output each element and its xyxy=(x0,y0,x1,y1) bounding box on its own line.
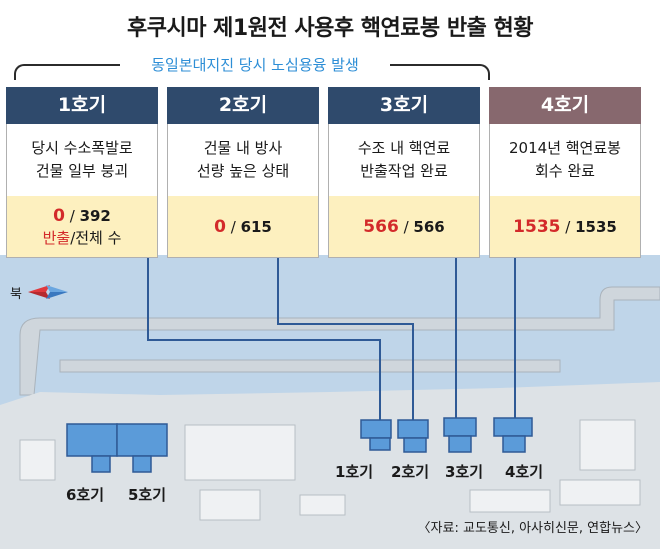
unit-description: 건물 내 방사 선량 높은 상태 xyxy=(167,124,319,196)
unit-count: 1535 / 1535 xyxy=(489,196,641,258)
unit-desc-line1: 당시 수소폭발로 xyxy=(31,139,133,157)
map-label-unit-3: 3호기 xyxy=(445,463,484,481)
unit-count: 0 / 615 xyxy=(167,196,319,258)
reactor-2-building xyxy=(397,419,429,439)
removed-count: 1535 xyxy=(513,216,561,237)
unit-desc-line1: 2014년 핵연료봉 xyxy=(509,139,621,157)
reactor-3-annex xyxy=(448,435,472,453)
unit-description: 2014년 핵연료봉 회수 완료 xyxy=(489,124,641,196)
map-label-unit-1: 1호기 xyxy=(335,463,374,481)
total-count: 392 xyxy=(79,206,111,225)
subtitle: 동일본대지진 당시 노심용융 발생 xyxy=(120,53,390,77)
reactor-1-building xyxy=(360,419,392,439)
legend-total: 전체 수 xyxy=(75,228,122,247)
unit-desc-line1: 수조 내 핵연료 xyxy=(357,139,451,157)
source-credit: 〈자료: 교도통신, 아사히신문, 연합뉴스〉 xyxy=(417,521,648,536)
unit-card-4: 4호기 2014년 핵연료봉 회수 완료 1535 / 1535 xyxy=(489,87,641,258)
unit-count-line: 0 / 392 xyxy=(53,205,111,226)
reactor-5-building xyxy=(116,423,168,457)
unit-card-1: 1호기 당시 수소폭발로 건물 일부 붕괴 0 / 392 반출/전체 수 xyxy=(6,87,158,258)
unit-desc-line2: 회수 완료 xyxy=(535,162,595,180)
compass-arrow-icon xyxy=(27,285,68,299)
map-label-unit-4: 4호기 xyxy=(505,463,544,481)
unit-desc-line2: 선량 높은 상태 xyxy=(196,162,290,180)
unit-name: 1호기 xyxy=(6,87,158,124)
map-label-unit-6: 6호기 xyxy=(66,486,105,504)
reactor-3-building xyxy=(443,417,477,437)
unit-name: 4호기 xyxy=(489,87,641,124)
unit-name: 3호기 xyxy=(328,87,480,124)
unit-name: 2호기 xyxy=(167,87,319,124)
harbor-pier xyxy=(59,359,561,373)
count-legend: 반출/전체 수 xyxy=(42,228,122,247)
map-label-unit-5: 5호기 xyxy=(128,486,167,504)
unit-card-2: 2호기 건물 내 방사 선량 높은 상태 0 / 615 xyxy=(167,87,319,258)
reactor-4-annex xyxy=(502,435,526,453)
unit-count: 0 / 392 반출/전체 수 xyxy=(6,196,158,258)
unit-desc-line2: 건물 일부 붕괴 xyxy=(35,162,129,180)
removed-count: 566 xyxy=(363,216,399,237)
removed-count: 0 xyxy=(53,205,65,226)
unit-description: 당시 수소폭발로 건물 일부 붕괴 xyxy=(6,124,158,196)
total-count: 1535 xyxy=(575,217,617,236)
reactor-4-building xyxy=(493,417,533,437)
unit-count-line: 0 / 615 xyxy=(214,216,272,237)
plant-buildings xyxy=(19,419,641,521)
unit-description: 수조 내 핵연료 반출작업 완료 xyxy=(328,124,480,196)
unit-desc-line1: 건물 내 방사 xyxy=(203,139,283,157)
breakwater xyxy=(19,286,660,396)
reactor-5-annex xyxy=(132,455,152,473)
unit-count: 566 / 566 xyxy=(328,196,480,258)
unit-count-line: 1535 / 1535 xyxy=(513,216,617,237)
reactor-6-building xyxy=(66,423,118,457)
map-label-unit-2: 2호기 xyxy=(391,463,430,481)
north-label: 북 xyxy=(10,286,22,302)
total-count: 566 xyxy=(413,217,445,236)
page-title: 후쿠시마 제1원전 사용후 핵연료봉 반출 현황 xyxy=(127,16,533,41)
reactor-1-annex xyxy=(369,437,391,451)
unit-card-3: 3호기 수조 내 핵연료 반출작업 완료 566 / 566 xyxy=(328,87,480,258)
reactor-6-annex xyxy=(91,455,111,473)
unit-count-line: 566 / 566 xyxy=(363,216,445,237)
legend-removed: 반출 xyxy=(42,228,71,247)
total-count: 615 xyxy=(240,217,272,236)
removed-count: 0 xyxy=(214,216,226,237)
connector-lines xyxy=(147,258,516,420)
north-indicator: 북 xyxy=(10,284,68,302)
unit-desc-line2: 반출작업 완료 xyxy=(360,162,448,180)
reactor-2-annex xyxy=(403,437,427,453)
